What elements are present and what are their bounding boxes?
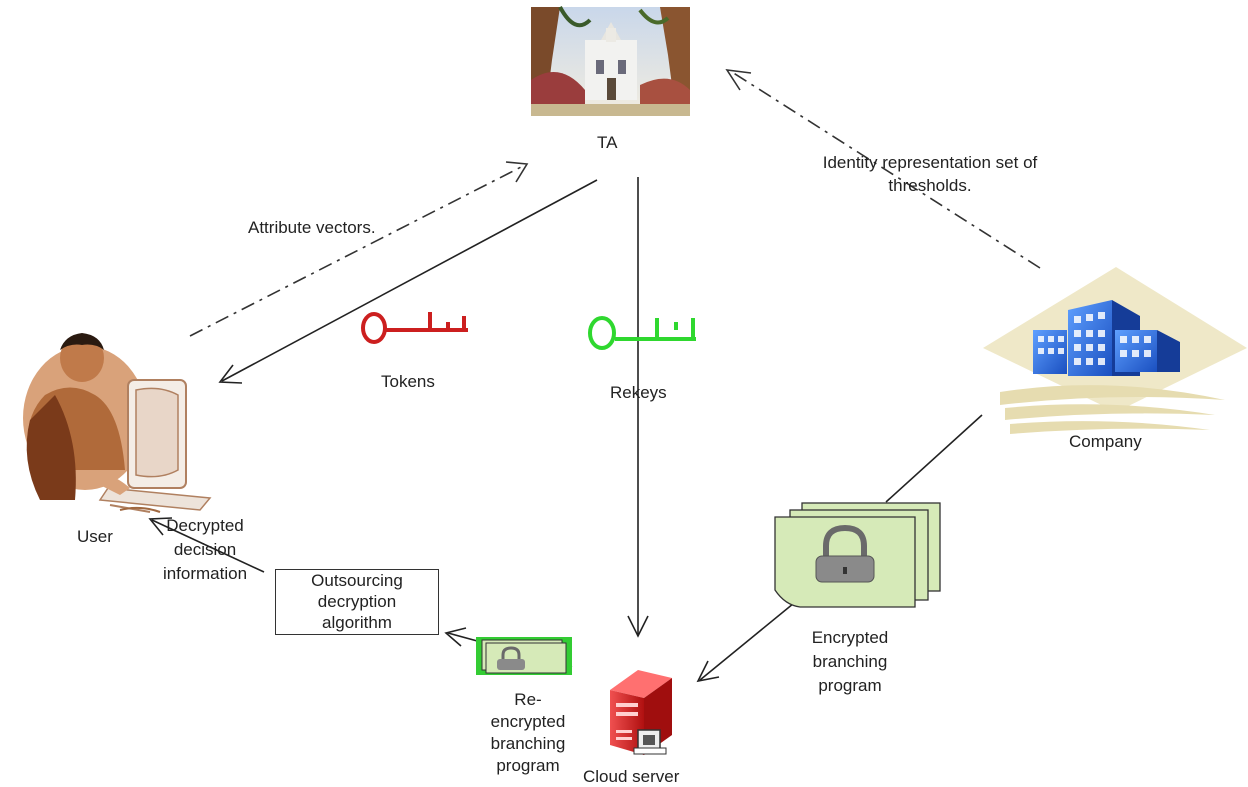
ta-label: TA — [597, 133, 618, 152]
line-company-to-document — [885, 414, 983, 503]
decrypted-info-label: Decrypted decision information — [150, 514, 260, 586]
outsourcing-line-3: algorithm — [322, 613, 392, 632]
encrypted-program-line-3: program — [818, 676, 882, 695]
arrow-outsourcing-to-user — [148, 517, 265, 573]
encrypted-program-icon — [774, 502, 941, 608]
outsourcing-decryption-box: Outsourcing decryption algorithm — [275, 569, 439, 635]
arrow-ta-to-user — [218, 179, 598, 384]
user-label: User — [77, 527, 113, 546]
decrypted-info-line-1: Decrypted — [166, 516, 244, 535]
company-building — [983, 267, 1247, 434]
attribute-vectors-label: Attribute vectors. — [248, 218, 376, 237]
reencrypted-program-line-2: encrypted — [490, 712, 566, 731]
arrow-attribute-vectors — [189, 164, 526, 337]
identity-thresholds-label: Identity representation set of threshold… — [800, 151, 1060, 197]
user-clipart — [23, 333, 212, 513]
identity-thresholds-line-1: Identity representation set of — [822, 153, 1038, 172]
identity-thresholds-line-2: thresholds. — [888, 176, 972, 195]
cloud-server-label: Cloud server — [583, 767, 680, 786]
outsourcing-line-2: decryption — [317, 592, 397, 611]
tokens-label: Tokens — [381, 372, 435, 391]
cloud-server-icon — [610, 670, 672, 755]
encrypted-program-line-1: Encrypted — [811, 628, 889, 647]
encrypted-program-label: Encrypted branching program — [790, 626, 910, 698]
tokens-key-icon — [361, 312, 468, 344]
arrowhead-attribute-vectors — [505, 161, 529, 183]
ta-picture — [531, 6, 690, 116]
reencrypted-program-line-1: Re- — [514, 690, 542, 709]
arrow-identity-thresholds — [725, 68, 1041, 269]
reencrypted-program-line-3: branching — [490, 734, 566, 753]
outsourcing-line-1: Outsourcing — [311, 571, 403, 590]
arrow-ta-to-cloud — [627, 177, 649, 638]
reencrypted-program-line-4: program — [496, 756, 560, 775]
reencrypted-program-label: Re- encrypted branching program — [478, 689, 578, 777]
reencrypted-program-icon — [476, 637, 572, 675]
rekeys-label: Rekeys — [610, 383, 667, 402]
encrypted-program-line-2: branching — [812, 652, 888, 671]
decrypted-info-line-2: decision — [173, 540, 237, 559]
decrypted-info-line-3: information — [162, 564, 248, 583]
company-label: Company — [1069, 432, 1142, 451]
rekeys-key-icon — [588, 316, 696, 350]
